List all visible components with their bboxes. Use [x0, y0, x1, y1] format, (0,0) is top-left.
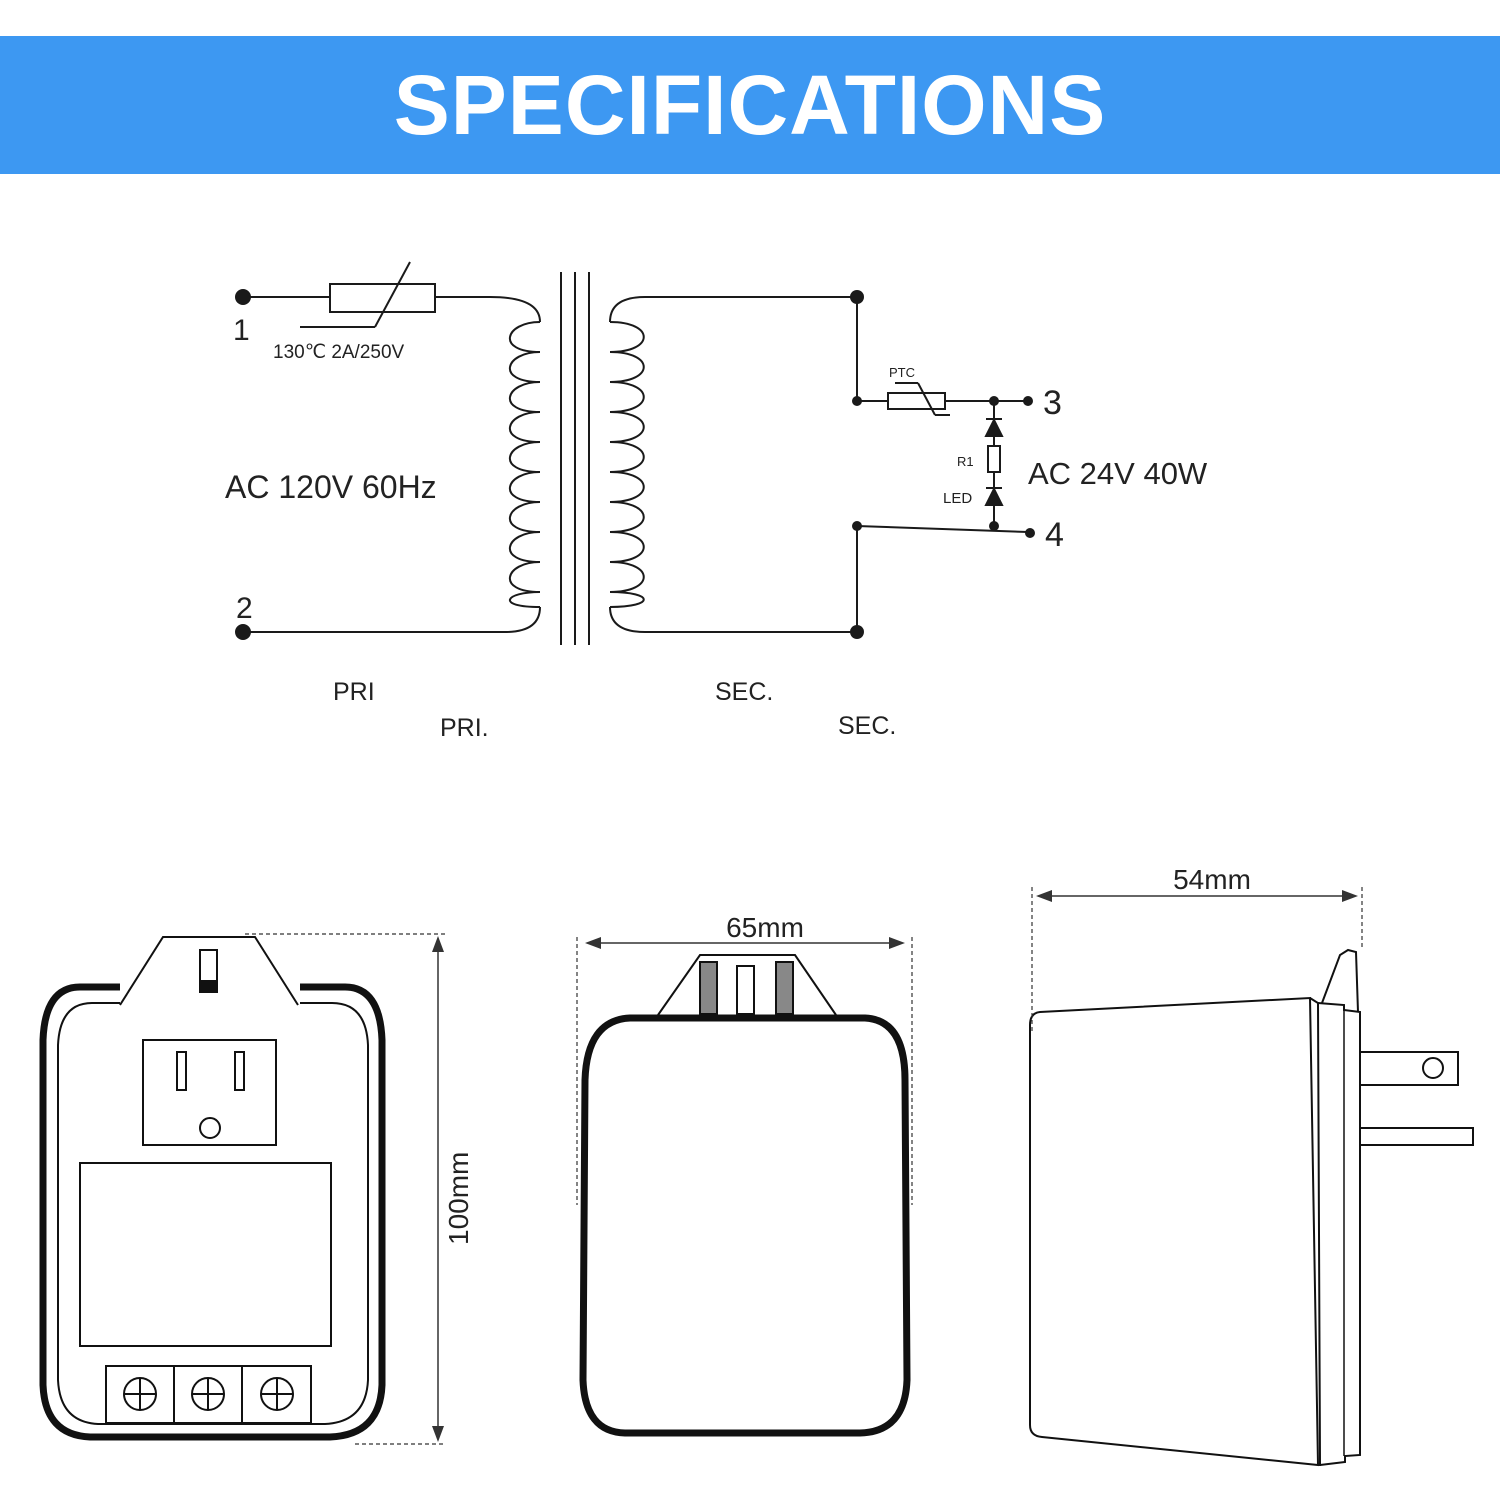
primary-voltage-label: AC 120V 60Hz	[225, 469, 437, 505]
depth-dimension	[1031, 887, 1363, 1032]
terminal-4-wire	[856, 525, 1029, 533]
junction-dot	[989, 396, 999, 406]
front-body-inner	[57, 1002, 369, 1425]
terminal-block	[105, 1365, 312, 1424]
ptc-resistor	[887, 392, 946, 410]
terminal-2-label: 2	[236, 592, 253, 625]
fuse-slash	[374, 261, 411, 328]
junction-dot	[852, 521, 862, 531]
sec-label-2: SEC.	[838, 712, 896, 740]
depth-body-face	[1029, 996, 1320, 1467]
terminal-3-dot	[1023, 396, 1033, 406]
arrow-down-icon	[432, 1426, 444, 1442]
junction-dot	[850, 290, 864, 304]
primary-wire-bend-bottom	[504, 606, 541, 633]
depth-plug-tab	[1321, 948, 1359, 1013]
arrow-right-icon	[1342, 890, 1358, 902]
primary-coil	[508, 321, 541, 608]
pri-label: PRI	[333, 678, 375, 706]
secondary-coil	[609, 321, 645, 608]
screw-icon	[260, 1377, 294, 1411]
ptc-slash	[917, 382, 936, 416]
secondary-output-label: AC 24V 40W	[1028, 456, 1208, 491]
junction-dot	[850, 625, 864, 639]
terminal-4-dot	[1025, 528, 1035, 538]
terminal-1-dot	[235, 289, 251, 305]
side-body-outline	[579, 1014, 911, 1437]
ptc-label: PTC	[889, 365, 915, 380]
depth-body-edge	[1309, 997, 1322, 1466]
r1-resistor	[987, 445, 1001, 473]
fuse-rating-label: 130℃ 2A/250V	[273, 342, 405, 363]
width-label: 65mm	[726, 912, 804, 943]
front-view-drawing	[39, 936, 386, 1441]
depth-base	[1317, 1002, 1361, 1466]
side-view-drawing	[579, 954, 911, 1437]
secondary-wire-bend-top	[609, 296, 646, 323]
terminal-1-label: 1	[233, 314, 250, 347]
led-label: LED	[943, 490, 972, 507]
depth-prong-top	[1359, 1051, 1459, 1086]
depth-prong-bottom	[1359, 1127, 1474, 1146]
terminal-4-label: 4	[1045, 516, 1064, 554]
sec-label: SEC.	[715, 678, 773, 706]
screw-icon	[191, 1377, 225, 1411]
front-outlet	[142, 1039, 277, 1146]
r1-label: R1	[957, 454, 974, 469]
front-body-outline	[39, 983, 386, 1441]
arrow-left-icon	[1036, 890, 1052, 902]
prong-right	[775, 961, 794, 1015]
arrow-up-icon	[432, 936, 444, 952]
terminal-3-label: 3	[1043, 384, 1062, 422]
depth-view-drawing	[1029, 948, 1474, 1467]
prong-left	[699, 961, 718, 1015]
primary-wire-bend-top	[489, 296, 541, 323]
outlet-slot-left	[176, 1051, 187, 1091]
prong-hole	[1422, 1057, 1444, 1079]
outlet-slot-right	[234, 1051, 245, 1091]
outlet-ground-hole	[199, 1117, 221, 1139]
junction-dot	[989, 521, 999, 531]
pri-label-2: PRI.	[440, 714, 489, 742]
front-label-area	[79, 1162, 332, 1347]
diode-1-icon	[984, 417, 1004, 437]
depth-label: 54mm	[1173, 864, 1251, 895]
schematic-labels: 1 2 3 4 130℃ 2A/250V AC 120V 60Hz AC 24V…	[225, 314, 1208, 742]
prong-ground	[736, 965, 755, 1015]
junction-dot	[852, 396, 862, 406]
height-dimension	[245, 933, 445, 1445]
led-diode-icon	[984, 486, 1004, 506]
width-dimension	[576, 937, 913, 1205]
screw-icon	[123, 1377, 157, 1411]
thermal-fuse	[329, 283, 436, 313]
front-plug-cap	[119, 936, 299, 1006]
height-label: 100mm	[443, 1152, 474, 1245]
page-title: SPECIFICATIONS	[393, 57, 1107, 152]
schematic-symbols	[235, 289, 1035, 640]
secondary-wire-bend-bottom	[609, 606, 646, 633]
transformer-schematic	[243, 261, 1029, 645]
front-tab-fill	[200, 980, 217, 992]
arrow-left-icon	[585, 937, 601, 949]
arrow-right-icon	[889, 937, 905, 949]
terminal-2-dot	[235, 624, 251, 640]
header-banner: SPECIFICATIONS	[0, 36, 1500, 174]
